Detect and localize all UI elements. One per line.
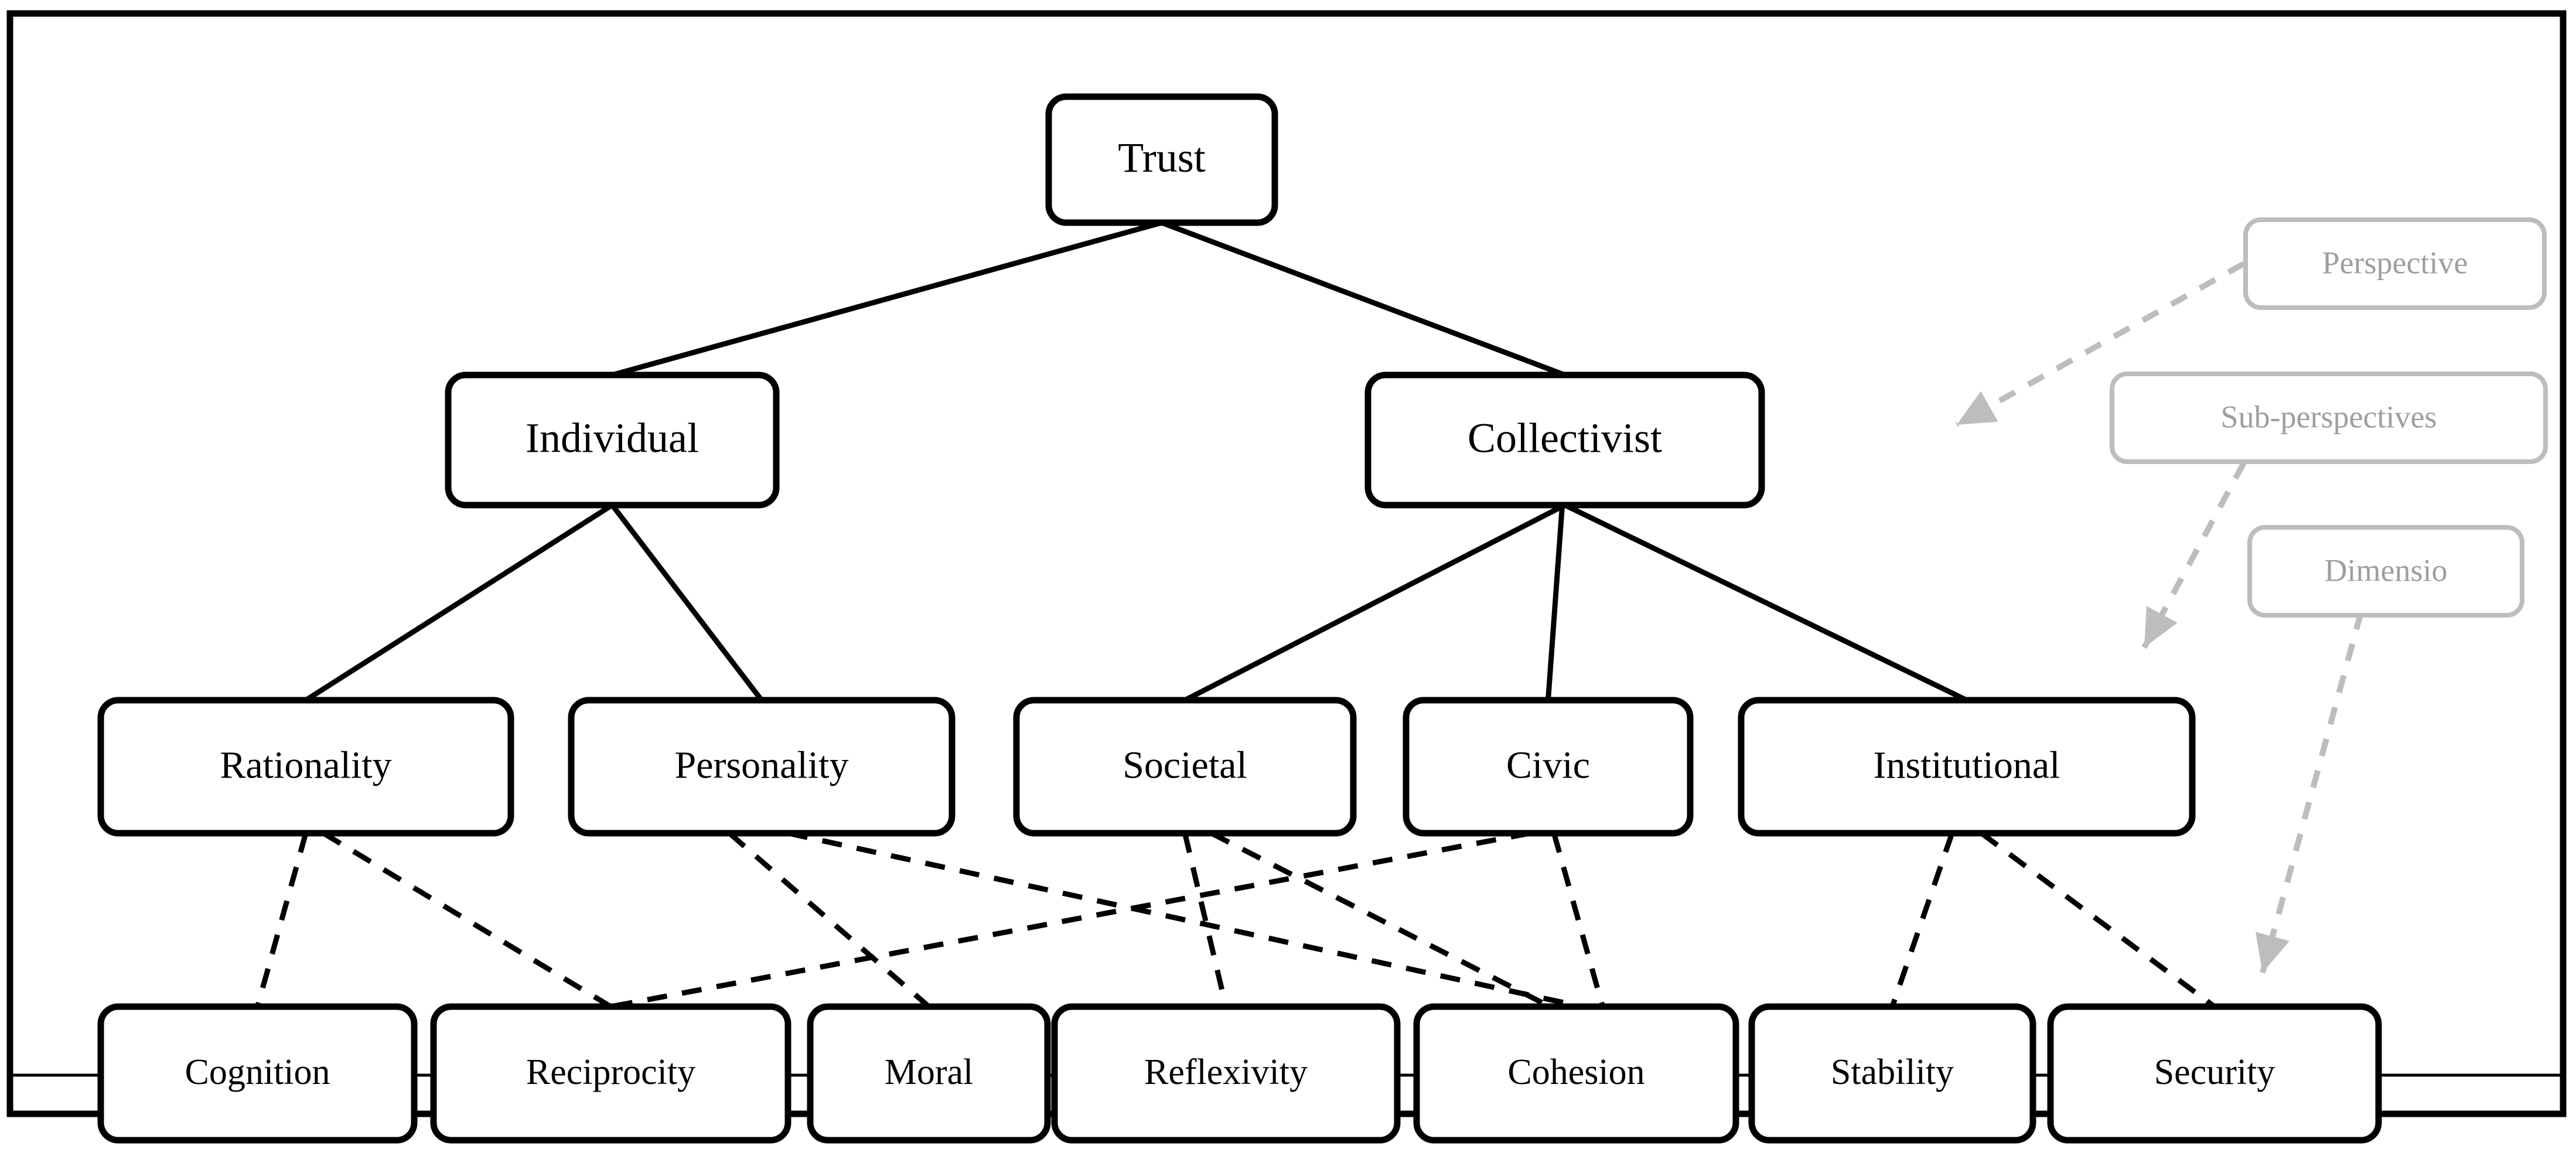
node-personality-label: Personality bbox=[675, 744, 849, 787]
node-societal-box[interactable] bbox=[1013, 697, 1357, 837]
edge-trust-to-collectivist bbox=[1161, 220, 1566, 378]
dashed-edge-institutional-to-stability bbox=[1889, 832, 1955, 1008]
node-societal[interactable]: Societal bbox=[1013, 697, 1357, 837]
edge-collectivist-to-societal bbox=[1183, 502, 1567, 703]
arrow-perspective bbox=[1955, 261, 2246, 428]
node-moral-box[interactable] bbox=[807, 1003, 1051, 1144]
node-rationality[interactable]: Rationality bbox=[97, 697, 514, 837]
dashed-edge-civic-to-reciprocity bbox=[610, 830, 1531, 1010]
node-trust[interactable]: Trust bbox=[1045, 93, 1278, 226]
node-personality-box[interactable] bbox=[568, 697, 956, 837]
node-trust-label: Trust bbox=[1118, 134, 1205, 181]
arrow-sub-perspectives-head bbox=[2144, 606, 2178, 647]
dashed-edge-rationality-to-reciprocity bbox=[322, 831, 612, 1009]
legend-sub-perspectives-label: Sub-perspectives bbox=[2221, 399, 2437, 434]
dashed-edge-societal-to-reflexivity bbox=[1182, 832, 1229, 1008]
node-stability[interactable]: Stability bbox=[1748, 1003, 2036, 1144]
node-security-label: Security bbox=[2154, 1052, 2275, 1092]
arrow-dimensions bbox=[2260, 611, 2364, 974]
node-reciprocity-box[interactable] bbox=[430, 1003, 791, 1144]
node-cognition[interactable]: Cognition bbox=[97, 1003, 418, 1144]
node-security-box[interactable] bbox=[2047, 1003, 2382, 1144]
legend-perspective-box bbox=[2243, 217, 2547, 310]
edge-individual-to-rationality bbox=[304, 503, 614, 703]
edge-collectivist-to-institutional bbox=[1564, 502, 1968, 703]
node-cognition-box[interactable] bbox=[97, 1003, 418, 1144]
node-cognition-label: Cognition bbox=[185, 1052, 330, 1092]
dashed-edge-institutional-to-security bbox=[1980, 831, 2216, 1009]
dashed-edges-layer bbox=[255, 830, 2216, 1010]
legend-perspective-label: Perspective bbox=[2322, 245, 2468, 280]
node-cohesion-box[interactable] bbox=[1413, 1003, 1739, 1144]
node-reciprocity[interactable]: Reciprocity bbox=[430, 1003, 791, 1144]
node-individual-label: Individual bbox=[526, 415, 699, 462]
node-moral-label: Moral bbox=[885, 1052, 974, 1092]
node-collectivist-box[interactable] bbox=[1364, 371, 1765, 509]
node-institutional-box[interactable] bbox=[1738, 697, 2196, 837]
dashed-edge-rationality-to-cognition bbox=[255, 832, 309, 1008]
node-civic-label: Civic bbox=[1506, 744, 1590, 787]
node-institutional-label: Institutional bbox=[1874, 744, 2060, 787]
node-rationality-label: Rationality bbox=[220, 744, 391, 787]
edge-trust-to-individual bbox=[611, 220, 1163, 378]
node-moral[interactable]: Moral bbox=[807, 1003, 1051, 1144]
node-security[interactable]: Security bbox=[2047, 1003, 2382, 1144]
node-civic[interactable]: Civic bbox=[1403, 697, 1694, 837]
node-societal-label: Societal bbox=[1122, 744, 1247, 787]
node-individual[interactable]: Individual bbox=[445, 371, 780, 509]
node-reciprocity-label: Reciprocity bbox=[526, 1052, 695, 1092]
node-civic-box[interactable] bbox=[1403, 697, 1694, 837]
node-individual-box[interactable] bbox=[445, 371, 780, 509]
node-trust-box[interactable] bbox=[1045, 93, 1278, 226]
legend-dimensions-label: Dimensio bbox=[2325, 553, 2448, 588]
dashed-edge-personality-to-cohesion bbox=[787, 830, 1583, 1010]
node-personality[interactable]: Personality bbox=[568, 697, 956, 837]
dashed-edge-societal-to-cohesion bbox=[1210, 830, 1551, 1010]
solid-edges-layer bbox=[304, 220, 1968, 703]
node-collectivist-label: Collectivist bbox=[1468, 415, 1662, 462]
node-cohesion[interactable]: Cohesion bbox=[1413, 1003, 1739, 1144]
legend-dimensions-box bbox=[2247, 525, 2524, 618]
arrow-perspective-head bbox=[1957, 391, 1998, 425]
node-collectivist[interactable]: Collectivist bbox=[1364, 371, 1765, 509]
node-rationality-box[interactable] bbox=[97, 697, 514, 837]
node-reflexivity-label: Reflexivity bbox=[1144, 1052, 1308, 1092]
node-stability-box[interactable] bbox=[1748, 1003, 2036, 1144]
legend-sub-perspectives-box bbox=[2110, 371, 2548, 464]
arrow-dimensions-head bbox=[2255, 932, 2290, 973]
outer-frame bbox=[6, 10, 2567, 1117]
node-cohesion-label: Cohesion bbox=[1507, 1052, 1644, 1092]
dashed-edge-personality-to-moral bbox=[728, 831, 931, 1009]
node-stability-label: Stability bbox=[1831, 1052, 1954, 1092]
edge-individual-to-personality bbox=[610, 503, 764, 702]
node-reflexivity[interactable]: Reflexivity bbox=[1051, 1003, 1401, 1144]
node-reflexivity-box[interactable] bbox=[1051, 1003, 1401, 1144]
node-institutional[interactable]: Institutional bbox=[1738, 697, 2196, 837]
dashed-edge-civic-to-cohesion bbox=[1551, 832, 1605, 1008]
